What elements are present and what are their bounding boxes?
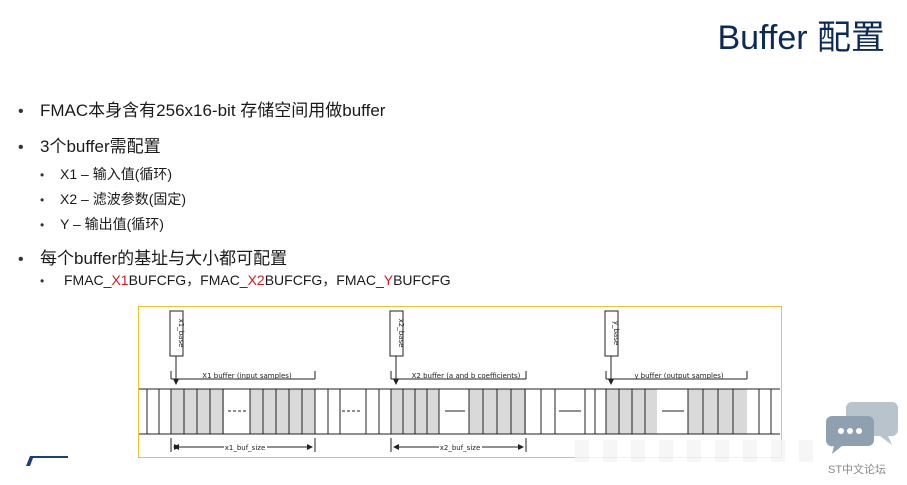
size-arrows [170,438,527,452]
watermark-text: ST中文论坛 [828,464,887,476]
bullet-text: 每个buffer的基址与大小都可配置 [40,249,288,268]
st-logo [26,456,68,466]
register-separator: ， [322,272,337,288]
register-y: FMAC_YBUFCFG [336,272,451,288]
bullet-dot-icon: • [40,193,45,207]
buffer-cells [139,388,780,435]
slide-title: Buffer 配置 [717,19,885,57]
y-buffer-label: y buffer (output samples) [634,372,724,380]
bullet-three-buffers: • 3个buffer需配置 [18,132,778,157]
buffer-brackets [170,371,748,380]
sub-bullet-text: X2 – 滤波参数(固定) [60,191,187,207]
bullet-dot-icon: • [40,218,45,232]
register-line: • FMAC_X1BUFCFG ， FMAC_X2BUFCFG ， FMAC_Y… [40,270,778,290]
bullet-dot-icon: • [18,251,24,268]
x2-base-label: x2_base [397,319,405,348]
bullet-text: 3个buffer需配置 [40,137,161,156]
x1-base-label: x1_base [177,319,185,348]
bullet-dot-icon: • [40,274,45,288]
base-label-boxes [169,310,619,357]
watermark-fade [575,440,825,462]
x2-size-label: x2_buf_size [440,444,481,452]
buffer-diagram-svg: x1_base x2_base y_base X1 buffer (input … [139,310,780,452]
bullet-text: FMAC本身含有256x16-bit 存储空间用做buffer [40,101,386,120]
sub-bullet-y: • Y – 输出值(循环) [40,214,778,234]
buffer-diagram: x1_base x2_base y_base X1 buffer (input … [138,306,782,458]
bullet-dot-icon: • [18,103,24,120]
sub-bullet-x1: • X1 – 输入值(循环) [40,164,778,184]
x1-buffer-label: X1 buffer (input samples) [202,372,292,380]
bullet-dot-icon: • [18,139,24,156]
bullet-list: • FMAC本身含有256x16-bit 存储空间用做buffer • 3个bu… [18,96,778,290]
sub-bullet-x2: • X2 – 滤波参数(固定) [40,189,778,209]
sub-bullet-text: Y – 输出值(循环) [60,216,164,232]
x2-buffer-label: X2 buffer (a and b coefficients) [412,372,521,380]
sub-bullet-text: X1 – 输入值(循环) [60,166,173,182]
chat-bubbles-icon [825,402,898,454]
bullet-configurable: • 每个buffer的基址与大小都可配置 [18,244,778,269]
register-separator: ， [186,272,201,288]
y-base-label: y_base [612,321,620,345]
register-x1: FMAC_X1BUFCFG [64,272,187,288]
shaded-buffer-region [250,389,315,434]
x1-size-label: x1_buf_size [225,444,266,452]
bullet-dot-icon: • [40,168,45,182]
bullet-memory: • FMAC本身含有256x16-bit 存储空间用做buffer [18,96,778,121]
register-x2: FMAC_X2BUFCFG [200,272,323,288]
